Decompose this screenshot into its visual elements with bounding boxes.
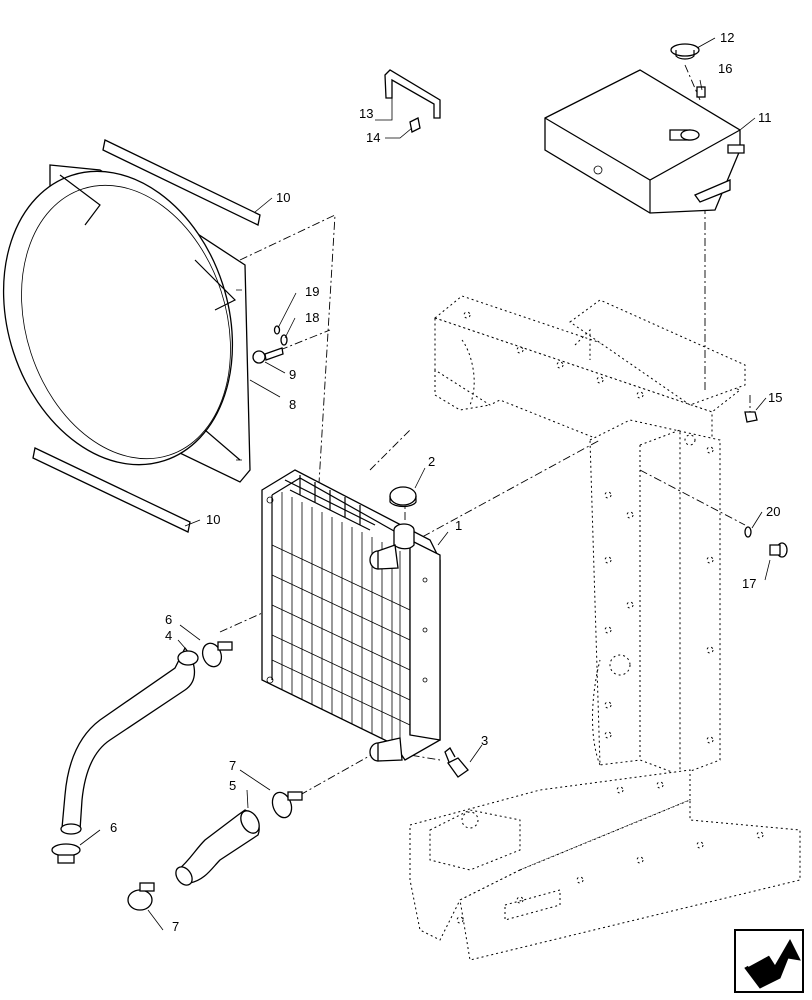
- shroud-bolt: [252, 347, 284, 364]
- callout-18: 18: [305, 310, 319, 325]
- callout-leaders: [79, 37, 771, 931]
- drain-plug: [444, 747, 469, 778]
- lower-hose: [175, 809, 260, 886]
- tank-cap: [670, 43, 700, 60]
- explosion-lines: [219, 64, 751, 796]
- callout-17: 17: [742, 576, 756, 591]
- callout-4: 4: [165, 628, 172, 643]
- callout-5: 5: [229, 778, 236, 793]
- chassis-frame: [409, 295, 801, 961]
- callout-13: 13: [359, 106, 373, 121]
- callout-19: 19: [305, 284, 319, 299]
- bracket-screw: [409, 117, 421, 133]
- tank-screw: [696, 86, 706, 98]
- hose-clamp-6-upper: [201, 641, 233, 668]
- callout-3: 3: [481, 733, 488, 748]
- sealing-strip-top: [102, 139, 261, 226]
- nut-15: [744, 411, 758, 423]
- callout-8: 8: [289, 397, 296, 412]
- callout-10a: 10: [276, 190, 290, 205]
- callout-7a: 7: [229, 758, 236, 773]
- hose-clamp-7-lower: [127, 882, 155, 911]
- radiator-cap: [389, 486, 417, 508]
- bolt-17: [769, 542, 788, 558]
- radiator: [261, 469, 441, 762]
- hose-clamp-7-upper: [271, 791, 303, 819]
- washer-20: [744, 526, 752, 538]
- callout-16: 16: [718, 61, 732, 76]
- callout-labels: 1 2 3 4 5 6 6 7 7 8 9 10 10 11 12 13 14 …: [110, 30, 782, 934]
- mounting-bracket: [384, 69, 441, 119]
- sealing-strip-bottom: [32, 447, 191, 533]
- fan-shroud: [2, 164, 251, 483]
- callout-6b: 6: [110, 820, 117, 835]
- callout-14: 14: [366, 130, 380, 145]
- next-page-arrow-icon[interactable]: [734, 929, 804, 993]
- callout-2: 2: [428, 454, 435, 469]
- upper-hose: [60, 646, 199, 835]
- callout-11: 11: [758, 110, 772, 125]
- callout-12: 12: [720, 30, 734, 45]
- callout-20: 20: [766, 504, 780, 519]
- callout-10b: 10: [206, 512, 220, 527]
- hose-clamp-6-lower: [51, 843, 81, 864]
- callout-9: 9: [289, 367, 296, 382]
- callout-7b: 7: [172, 919, 179, 934]
- callout-6a: 6: [165, 612, 172, 627]
- callout-15: 15: [768, 390, 782, 405]
- expansion-tank: [544, 69, 745, 214]
- callout-1: 1: [455, 518, 462, 533]
